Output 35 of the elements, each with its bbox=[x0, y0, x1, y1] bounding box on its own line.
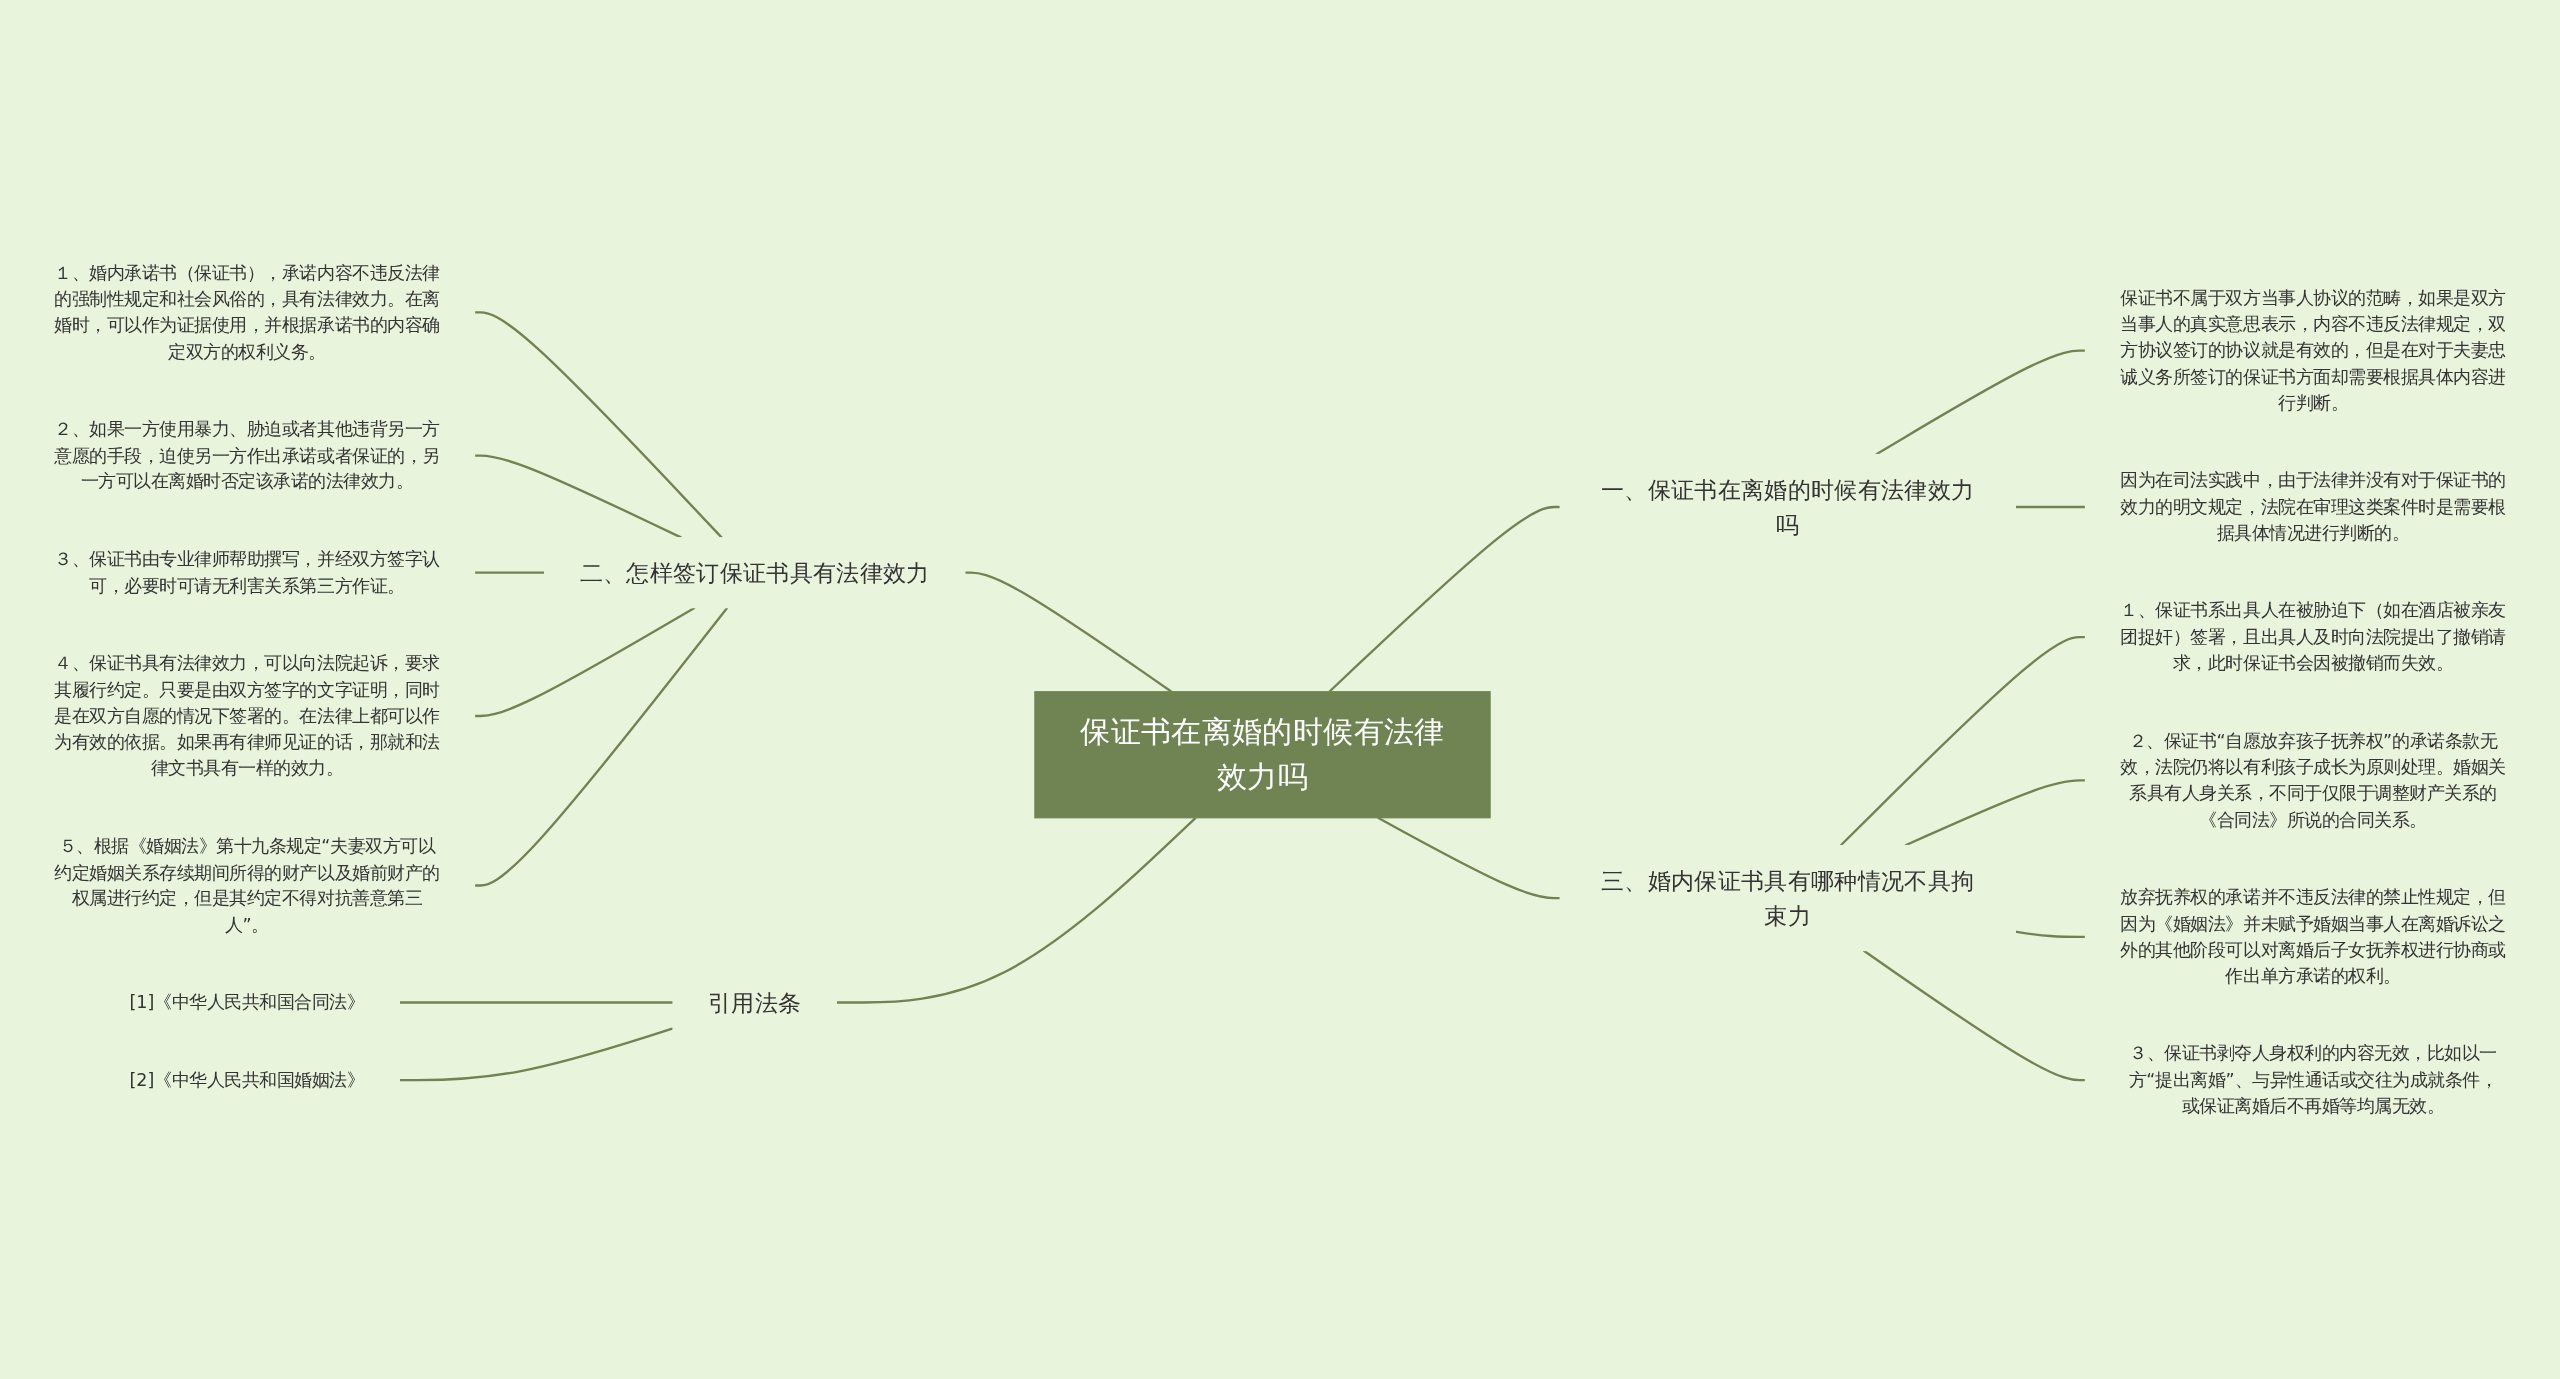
node-text: 因为在司法实践中，由于法律并没有对于保证书的效力的明文规定，法院在审理这类案件时是需要根据具体情况进行判断的。 bbox=[2120, 469, 2506, 544]
node-text: 一、保证书在离婚的时候有法律效力吗 bbox=[1601, 475, 1975, 539]
node-text: [1]《中华人民共和国合同法》 bbox=[129, 991, 365, 1013]
connector bbox=[2015, 930, 2086, 938]
node-box: 保证书在离婚的时候有法律效力吗 bbox=[1034, 690, 1491, 819]
connector bbox=[474, 571, 545, 574]
connector bbox=[1875, 349, 2086, 456]
node-text: 二、怎样签订保证书具有法律效力 bbox=[579, 558, 930, 587]
node-text: [2]《中华人民共和国婚姻法》 bbox=[129, 1069, 365, 1091]
node-text: ２、如果一方使用暴力、胁迫或者其他违背另一方意愿的手段，迫使另一方作出承诺或者保证的，另一方可以在离婚时否定该承诺的法律效力。 bbox=[54, 418, 440, 492]
node-text: １、保证书系出具人在被胁迫下（如在酒店被亲友团捉奸）签署，且出具人及时向法院提出了撤销请求，此时保证书会因被撤销而失效。 bbox=[2120, 599, 2506, 674]
connector bbox=[474, 454, 682, 539]
connector bbox=[1862, 949, 2086, 1082]
node-text: 三、婚内保证书具有哪种情况不具拘束力 bbox=[1601, 866, 1975, 930]
node-text: 引用法条 bbox=[708, 988, 802, 1017]
connector bbox=[474, 311, 723, 539]
node-text: 保证书不属于双方当事人协议的范畴，如果是双方当事人的真实意思表示，内容不违反法律规定，双方协议签订的协议就是有效的，但是在对于夫妻忠诚义务所签订的保证书方面却需要根据具体内容进行判断。 bbox=[2120, 287, 2506, 414]
node-text: ３、保证书由专业律师帮助撰写，并经双方签字认可，必要时可请无利害关系第三方作证。 bbox=[54, 548, 440, 596]
connector bbox=[836, 816, 1197, 1004]
node-text: ５、根据《婚姻法》第十九条规定“夫妻双方可以约定婚姻关系存续期间所得的财产以及婚前财产的权属进行约定，但是其约定不得对抗善意第三人”。 bbox=[54, 835, 440, 935]
connector bbox=[2015, 505, 2086, 508]
connector bbox=[1377, 816, 1561, 899]
node-text: 放弃抚养权的承诺并不违反法律的禁止性规定，但因为《婚姻法》并未赋予婚姻当事人在离婚诉讼之外的其他阶段可以对离婚后子女抚养权进行协商或作出单方承诺的权利。 bbox=[2120, 886, 2506, 987]
connector bbox=[399, 1001, 673, 1004]
connector bbox=[1328, 505, 1561, 693]
connector bbox=[399, 1027, 674, 1082]
connector bbox=[1904, 779, 2086, 847]
node-text: ２、保证书“自愿放弃孩子抚养权”的承诺条款无效，法院仍将以有利孩子成长为原则处理。婚姻关系具有人身关系，不同于仅限于调整财产关系的《合同法》所说的合同关系。 bbox=[2120, 730, 2506, 830]
node-text: ３、保证书剥夺人身权利的内容无效，比如以一方“提出离婚”、与异性通话或交往为成就条件，或保证离婚后不再婚等均属无效。 bbox=[2128, 1042, 2498, 1117]
connector bbox=[474, 606, 729, 887]
node-text: ４、保证书具有法律效力，可以向法院起诉，要求其履行约定。只要是由双方签字的文字证明，同时是在双方自愿的情况下签署的。在法律上都可以作为有效的依据。如果再有律师见证的话，那就和法律文书具有一样的效力。 bbox=[54, 652, 440, 779]
connector bbox=[1839, 635, 2086, 847]
connector bbox=[964, 571, 1173, 693]
connector bbox=[474, 606, 696, 717]
node-text: １、婚内承诺书（保证书），承诺内容不违反法律的强制性规定和社会风俗的，具有法律效力。在离婚时，可以作为证据使用，并根据承诺书的内容确定双方的权利义务。 bbox=[54, 261, 440, 362]
